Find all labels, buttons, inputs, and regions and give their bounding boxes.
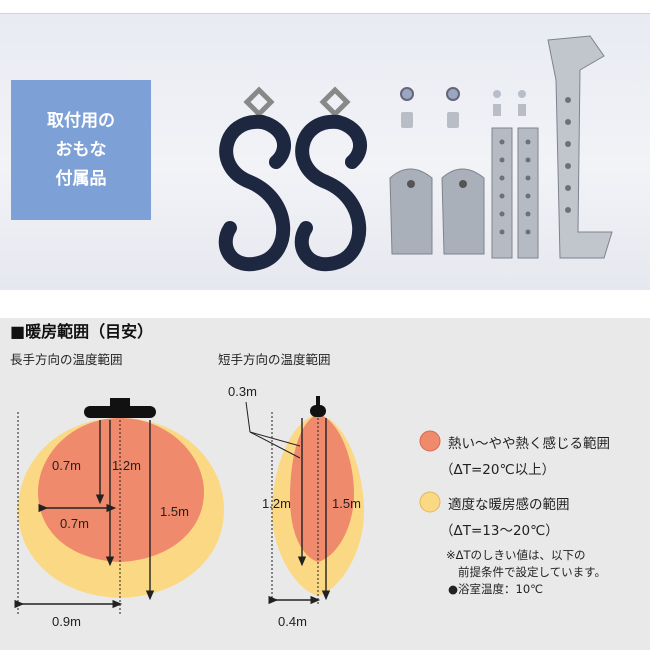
accessories-label-line-3: 付属品 bbox=[55, 168, 107, 189]
screws bbox=[400, 87, 526, 128]
short-direction-caption: 短手方向の温度範囲 bbox=[218, 352, 331, 367]
s-hook-carabiner-2 bbox=[294, 86, 367, 272]
note-line-1: ※ΔTのしきい値は、以下の bbox=[446, 548, 586, 562]
legend-hot-swatch bbox=[419, 430, 441, 452]
long-hot-zone bbox=[38, 418, 204, 562]
legend-hot-range: （ΔT=20℃以上） bbox=[440, 462, 556, 478]
short-mid-depth-label: 1.2m bbox=[262, 496, 291, 511]
note-line-3: ●浴室温度：10℃ bbox=[448, 582, 544, 596]
short-width-label: 0.4m bbox=[278, 614, 307, 629]
accessories-label: 取付用の おもな 付属品 bbox=[11, 80, 151, 220]
accessories-label-line-1: 取付用の bbox=[47, 110, 115, 131]
s-hook-carabiner-1 bbox=[218, 86, 291, 272]
accessories-label-line-2: おもな bbox=[55, 139, 107, 160]
legend-warm-range: （ΔT=13～20℃） bbox=[440, 523, 559, 539]
heater-short-view bbox=[310, 405, 326, 417]
accessory-parts-illustration bbox=[218, 35, 613, 272]
section-title: ■暖房範囲（目安） bbox=[10, 322, 154, 341]
long-mid-depth-label: 1.2m bbox=[112, 458, 141, 473]
note-line-2: 前提条件で設定しています。 bbox=[458, 565, 607, 579]
long-inner-depth-label: 0.7m bbox=[52, 458, 81, 473]
legend-warm-label: 適度な暖房感の範囲 bbox=[448, 497, 570, 513]
short-hot-zone bbox=[290, 414, 354, 562]
long-inner-width-label: 0.7m bbox=[60, 516, 89, 531]
heater-long-view bbox=[84, 406, 156, 418]
long-direction-caption: 長手方向の温度範囲 bbox=[10, 352, 123, 367]
long-outer-depth-label: 1.5m bbox=[160, 504, 189, 519]
legend-warm-swatch bbox=[419, 491, 441, 513]
long-angle-bracket bbox=[547, 35, 613, 259]
top-rule bbox=[0, 13, 650, 14]
perforated-strips bbox=[491, 127, 539, 259]
short-brackets bbox=[389, 168, 485, 255]
short-outer-depth-label: 1.5m bbox=[332, 496, 361, 511]
short-offset-label: 0.3m bbox=[228, 384, 257, 399]
legend-hot-label: 熱い～やや熱く感じる範囲 bbox=[448, 436, 610, 452]
long-width-label: 0.9m bbox=[52, 614, 81, 629]
